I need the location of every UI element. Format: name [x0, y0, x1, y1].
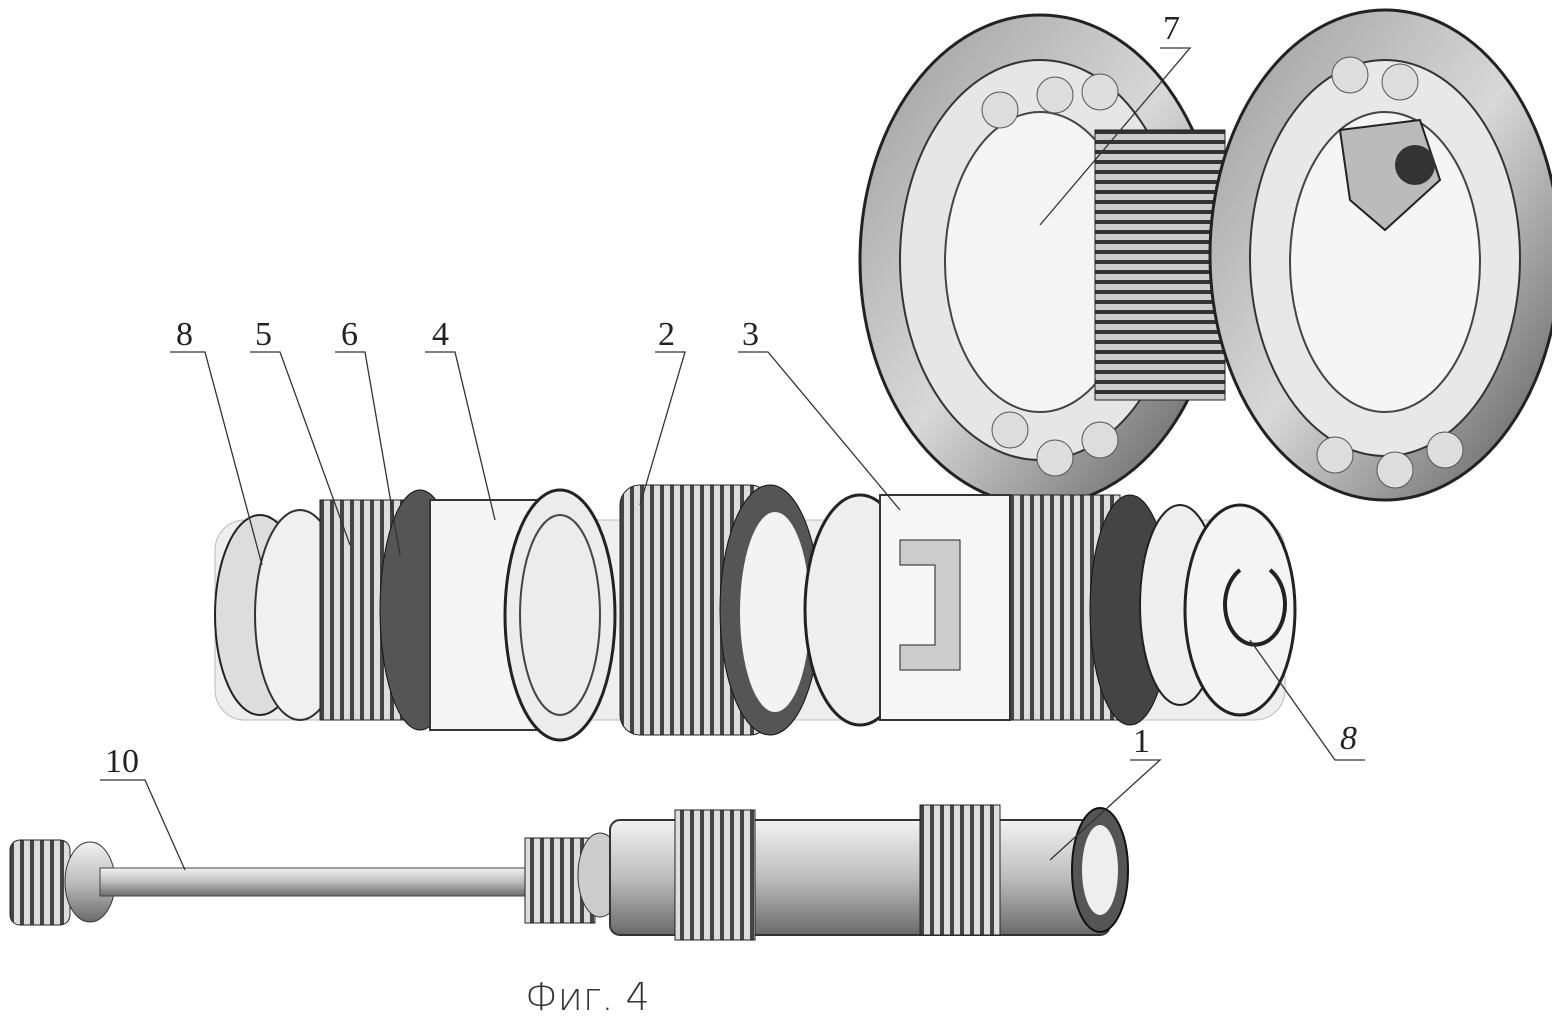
clutch-assembly [215, 485, 1295, 740]
bearing-assembly [860, 10, 1552, 505]
label-4: 4 [432, 318, 449, 352]
label-10: 10 [105, 745, 139, 779]
label-5: 5 [255, 318, 272, 352]
label-6: 6 [341, 318, 358, 352]
label-7: 7 [1163, 12, 1180, 46]
label-3: 3 [742, 318, 759, 352]
label-8-left: 8 [176, 318, 193, 352]
shaft-assembly [10, 805, 1128, 940]
label-8-right: 8 [1340, 722, 1357, 756]
label-2: 2 [658, 318, 675, 352]
figure-caption: Фиг. 4 [525, 975, 650, 1019]
label-1: 1 [1133, 725, 1150, 759]
